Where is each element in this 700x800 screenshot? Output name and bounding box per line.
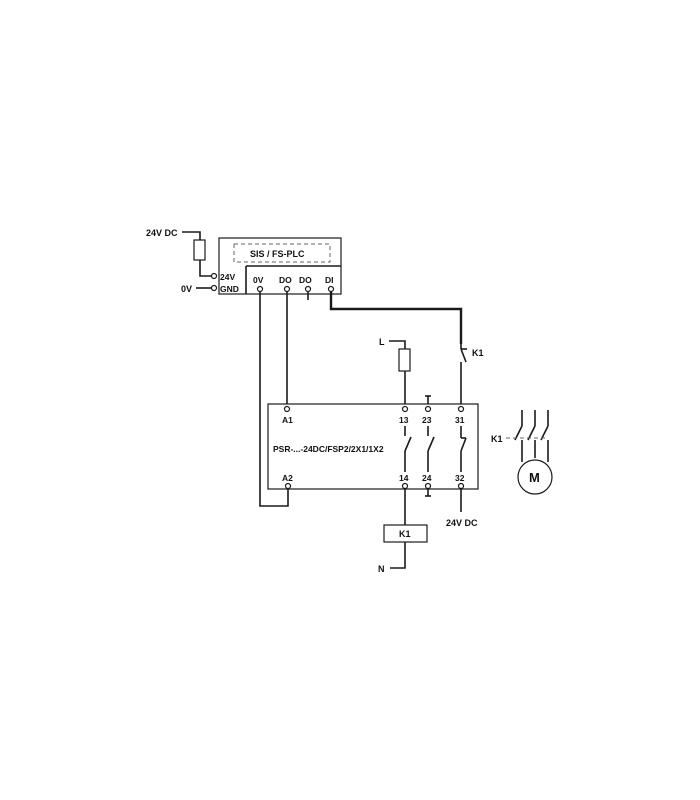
terminal-a1 <box>283 405 291 413</box>
line-l-feed: L <box>379 337 411 406</box>
plc-di-label: DI <box>325 275 334 285</box>
terminal-14 <box>401 482 409 490</box>
plc-terminal-di <box>327 285 335 293</box>
supply-bottom-feed: 24V DC <box>446 489 478 528</box>
terminal-32-label: 32 <box>455 473 465 483</box>
fuse-top <box>193 239 206 261</box>
plc-24v-label: 24V <box>220 272 235 282</box>
terminal-31 <box>457 405 465 413</box>
k1-coil-circuit: K1 N <box>378 489 428 574</box>
terminal-31-label: 31 <box>455 415 465 425</box>
motor-symbol <box>517 459 553 495</box>
line-n-label: N <box>378 564 385 574</box>
plc-terminal-do2 <box>304 285 312 293</box>
plc-module: SIS / FS-PLC 24V GND 0V DO DO DI <box>218 237 342 295</box>
plc-do2-label: DO <box>299 275 312 285</box>
terminal-13-label: 13 <box>399 415 409 425</box>
supply-24v-dc-feed: 24V DC <box>146 228 218 280</box>
terminal-a2-label: A2 <box>282 473 293 483</box>
supply-0v-label: 0V <box>181 284 192 294</box>
terminal-14-label: 14 <box>399 473 409 483</box>
terminal-32 <box>457 482 465 490</box>
relay-model-label: PSR-...-24DC/FSP2/2X1/1X2 <box>273 444 384 454</box>
plc-terminal-0v <box>256 285 264 293</box>
plc-gnd-label: GND <box>220 284 239 294</box>
terminal-24 <box>424 482 432 490</box>
plc-0v-label: 0V <box>253 275 264 285</box>
terminal-a2 <box>284 482 292 490</box>
plc-do1-label: DO <box>279 275 292 285</box>
terminal-13 <box>401 405 409 413</box>
psr-relay-module: A1 13 23 31 A2 14 24 32 PSR-...-24DC/FSP… <box>267 403 479 490</box>
k1-coil-label: K1 <box>399 529 411 539</box>
terminal-23-label: 23 <box>422 415 432 425</box>
supply-0v-feed: 0V <box>181 284 218 294</box>
fuse-l <box>398 348 411 372</box>
supply-24v-dc-label: 24V DC <box>146 228 178 238</box>
motor-label: M <box>529 470 540 485</box>
terminal-23 <box>424 405 432 413</box>
terminal-24-label: 24 <box>422 473 432 483</box>
terminal-24-stub <box>425 489 431 497</box>
k1-motor-contact-label: K1 <box>491 434 503 444</box>
plc-terminal-do1 <box>283 285 291 293</box>
supply-bottom-label: 24V DC <box>446 518 478 528</box>
k1-feedback-contact: K1 <box>460 344 484 406</box>
line-l-label: L <box>379 337 385 347</box>
motor-circuit: K1 M <box>491 410 553 495</box>
plc-wires <box>259 292 463 507</box>
plc-title: SIS / FS-PLC <box>250 249 305 259</box>
terminal-a1-label: A1 <box>282 415 293 425</box>
k1-contact-top-label: K1 <box>472 348 484 358</box>
